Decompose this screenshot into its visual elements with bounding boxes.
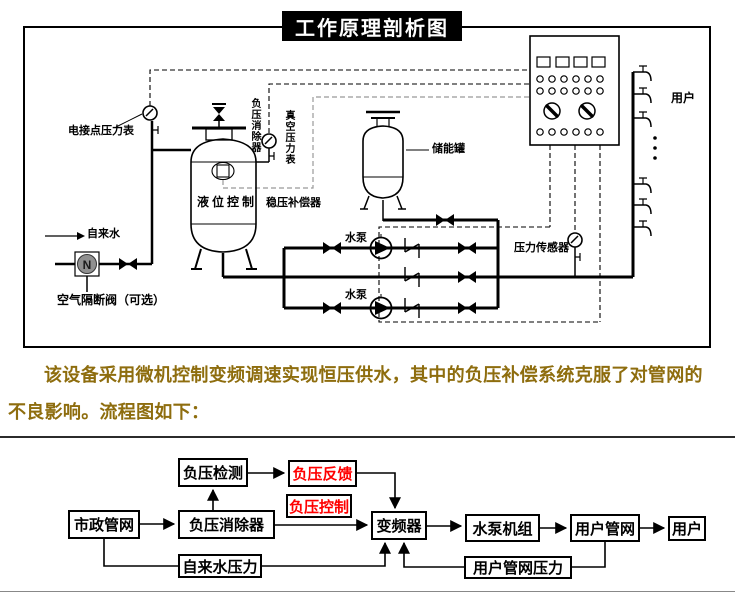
signal-wiring-dashed [149,69,601,323]
contact-gauge-signal-line [149,69,530,106]
diagram-title: 工作原理剖析图 [282,11,462,41]
tap-water-arrow-icon [45,232,85,240]
label-pressure-stabilizer: 稳压补偿器 [266,197,321,209]
flow-node-tap-water-pressure: 自来水压力 [178,554,262,578]
label-pressure-sensor: 压力传感器 [514,242,569,254]
air-isolation-valve-icon: N [74,251,100,277]
label-users: 用户 [671,91,696,105]
panel-output-lines [549,145,601,322]
user-faucet-column [633,65,657,237]
level-sensor-icon [211,161,235,181]
flow-node-frequency-converter: 变频器 [371,511,427,540]
pressure-sensor-icon [567,232,583,248]
flowchart-connectors [103,467,666,568]
page-bottom-rule [0,591,735,592]
flow-node-pump-unit: 水泵机组 [465,514,540,542]
vacuum-gauge-icon [261,133,277,149]
flow-node-negative-pressure-feedback: 负压反馈 [288,460,357,487]
main-tank [190,126,257,270]
section-divider [0,436,735,438]
label-electric-contact-gauge: 电接点压力表 [68,125,134,137]
ellipsis-dots [653,136,657,160]
gate-valve-icons [119,103,476,314]
electric-contact-gauge-icon [142,105,158,121]
label-tap-water: 自来水 [87,228,120,240]
label-water-pump-upper: 水泵 [345,232,367,244]
flow-node-user: 用户 [668,516,706,541]
n-mark: N [83,258,92,272]
label-air-isolation-valve: 空气隔断阀（可选） [57,293,166,307]
vacuum-gauge-signal-line [268,83,530,133]
check-valve-icons [404,238,420,318]
pump-control-loop [378,226,600,323]
panel-knobs [543,102,596,120]
flowchart: 负压检测 负压反馈 负压控制 市政管网 负压消除器 变频器 水泵机组 用户管网 … [0,437,735,594]
flow-node-negative-pressure-eliminator: 负压消除器 [178,510,275,539]
flow-node-negative-pressure-detection: 负压检测 [178,458,248,487]
panel-lamps [536,75,604,136]
label-vacuum-gauge: 真空压力表 [283,110,294,165]
faucet-icons [633,71,652,237]
water-pump-icons [369,234,393,320]
panel-indicator-windows [536,56,606,68]
pressure-gauge-icons [142,105,583,248]
description-line-1: 该设备采用微机控制变频调速实现恒压供水，其中的负压补偿系统克服了对管网的 [44,365,703,385]
label-liquid-level-control: 液位控制 [197,195,258,209]
label-storage-tank: 储能罐 [432,143,465,155]
label-negative-pressure-eliminator: 负压消除器 [249,98,260,153]
storage-tank [360,110,406,210]
control-panel [529,35,620,146]
flow-node-negative-pressure-control: 负压控制 [286,494,352,518]
level-sensor-signal-line [222,96,530,189]
schematic-diagram: N [23,26,711,348]
flow-node-user-pipe-network: 用户管网 [570,514,640,542]
flow-node-user-network-pressure: 用户管网压力 [464,556,572,579]
description-line-2: 不良影响。流程图如下： [8,402,210,422]
flow-node-municipal-network: 市政管网 [68,510,140,539]
label-water-pump-lower: 水泵 [345,289,367,301]
label-pointer-lines [115,113,429,151]
